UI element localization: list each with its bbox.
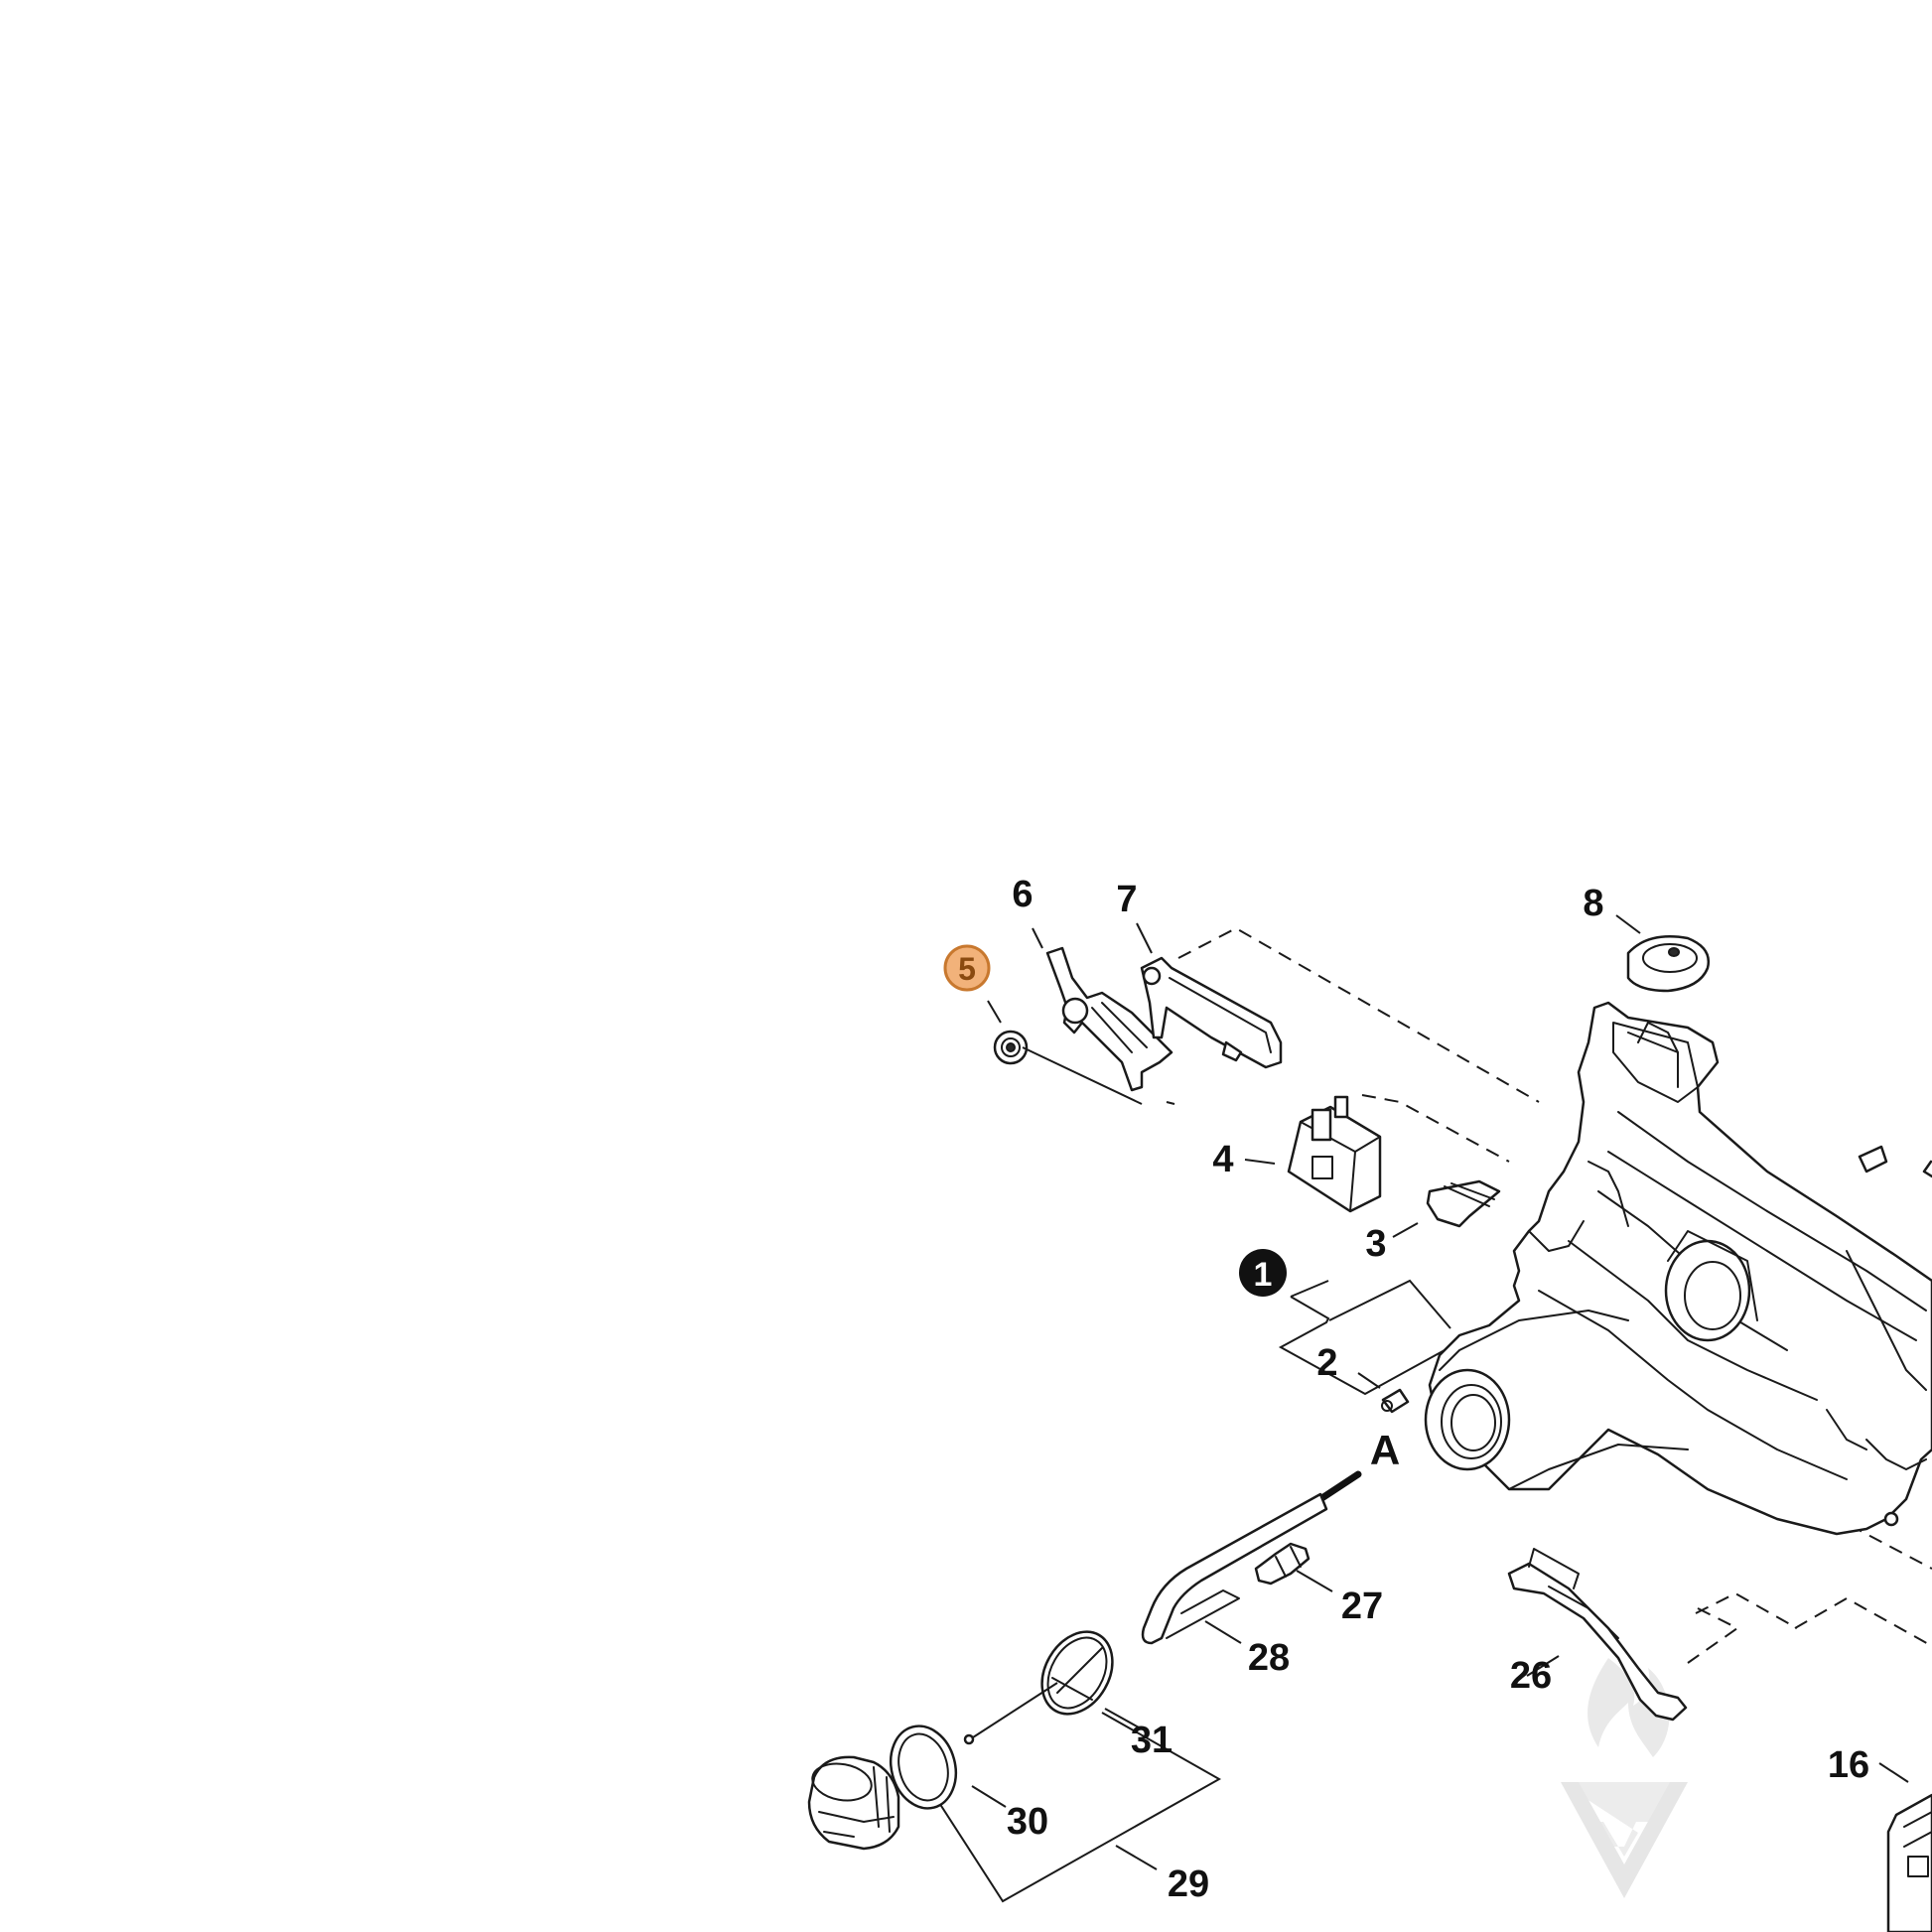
part-31-filter-disc[interactable] (963, 1619, 1127, 1745)
callout-6[interactable]: 6 (1012, 874, 1033, 915)
part-7-lockout-lever[interactable] (1140, 956, 1283, 1069)
part-16-component[interactable] (1886, 1793, 1932, 1932)
callout-31[interactable]: 31 (1131, 1720, 1173, 1761)
part-30-o-ring[interactable] (882, 1719, 965, 1816)
part-28-tube[interactable] (1141, 1492, 1328, 1645)
part-2-nozzle[interactable] (1381, 1388, 1410, 1414)
callout-4[interactable]: 4 (1212, 1139, 1233, 1180)
callout-8[interactable]: 8 (1583, 883, 1603, 924)
part-4-switch-block[interactable] (1287, 1095, 1382, 1213)
part-3-plug[interactable] (1426, 1179, 1501, 1228)
leader-lines (902, 914, 1909, 1903)
callout-5-selected[interactable]: 5 (943, 944, 991, 992)
callout-5-highlight (943, 944, 991, 992)
part-29-tank-cap[interactable] (807, 1755, 900, 1851)
callout-26[interactable]: 26 (1510, 1655, 1552, 1697)
part-5-spring[interactable] (993, 1030, 1143, 1105)
callout-1-label: 1 (1254, 1256, 1273, 1294)
callout-2[interactable]: 2 (1316, 1342, 1337, 1384)
callout-5-label: 5 (958, 951, 976, 987)
callout-16[interactable]: 16 (1828, 1744, 1869, 1786)
part-26-strap[interactable] (1507, 1548, 1688, 1722)
part-8-switch-button[interactable] (1626, 935, 1711, 993)
callout-28[interactable]: 28 (1248, 1637, 1290, 1679)
callout-27[interactable]: 27 (1341, 1586, 1383, 1627)
part-27-connector[interactable] (1254, 1542, 1311, 1586)
part-1-housing[interactable] (1424, 1001, 1932, 1536)
callout-3[interactable]: 3 (1365, 1223, 1386, 1265)
callout-30[interactable]: 30 (1007, 1801, 1048, 1843)
item-1-bracket (1290, 1280, 1329, 1298)
callout-1[interactable]: 1 (1239, 1249, 1287, 1297)
callout-a[interactable]: A (1370, 1427, 1400, 1473)
part-6-throttle-trigger[interactable] (1045, 946, 1173, 1092)
callout-labels: 2 3 4 6 7 8 16 26 27 28 29 30 31 A (1007, 874, 1869, 1905)
callout-29[interactable]: 29 (1168, 1863, 1209, 1905)
callout-7[interactable]: 7 (1116, 879, 1137, 920)
watermark-logo-icon (1561, 1658, 1688, 1898)
part-a-fitting (1316, 1470, 1362, 1503)
